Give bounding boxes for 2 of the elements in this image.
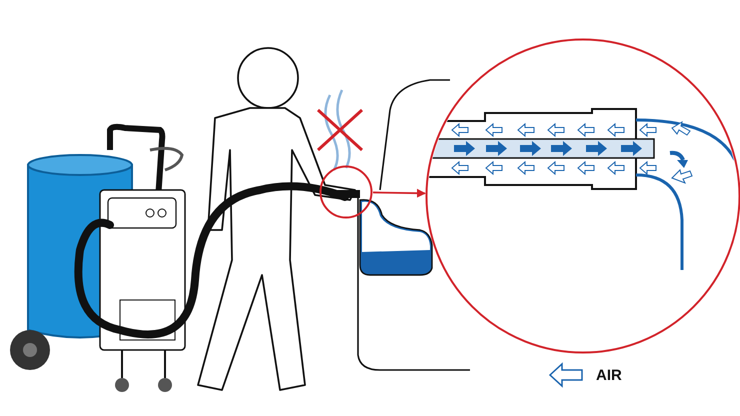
leader-arrow [372,188,426,198]
legend-label: AIR [596,366,622,384]
